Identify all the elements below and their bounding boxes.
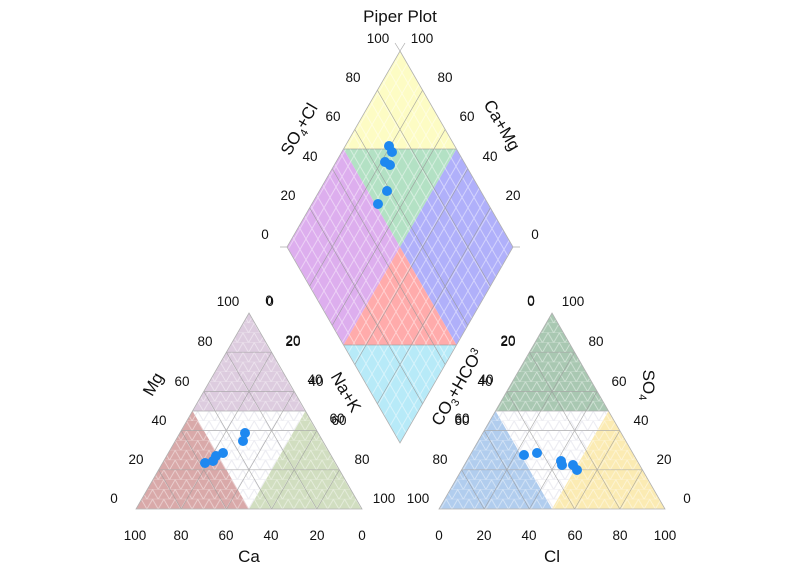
axis-label-camg: Ca+Mg: [480, 97, 524, 154]
svg-text:20: 20: [500, 333, 515, 348]
svg-text:80: 80: [345, 70, 360, 85]
svg-text:20: 20: [285, 334, 300, 349]
svg-text:20: 20: [285, 333, 300, 348]
svg-text:60: 60: [329, 411, 344, 426]
axis-label-cl: Cl: [544, 547, 560, 566]
cation-points: [200, 428, 250, 468]
svg-text:60: 60: [218, 528, 233, 543]
svg-text:40: 40: [478, 372, 493, 387]
svg-text:80: 80: [173, 528, 188, 543]
svg-text:40: 40: [302, 149, 317, 164]
svg-text:60: 60: [454, 411, 469, 426]
svg-text:40: 40: [308, 374, 323, 389]
diamond-points: [373, 141, 397, 209]
svg-text:0: 0: [261, 227, 269, 242]
svg-text:0: 0: [683, 491, 691, 506]
axis-label-so4: SO4: [636, 370, 658, 401]
svg-text:60: 60: [459, 109, 474, 124]
svg-text:80: 80: [612, 528, 627, 543]
svg-text:80: 80: [588, 334, 603, 349]
svg-text:80: 80: [437, 70, 452, 85]
svg-text:40: 40: [263, 528, 278, 543]
svg-text:100: 100: [367, 31, 390, 46]
svg-text:100: 100: [407, 491, 430, 506]
diamond-tick-labels: 100 100 80 80 60 60 40 40 20 20 0 0 0 0 …: [261, 31, 539, 426]
svg-text:80: 80: [354, 452, 369, 467]
svg-text:60: 60: [325, 109, 340, 124]
svg-text:100: 100: [217, 294, 240, 309]
svg-text:20: 20: [505, 188, 520, 203]
svg-text:0: 0: [266, 294, 274, 309]
svg-text:60: 60: [567, 528, 582, 543]
svg-text:40: 40: [151, 413, 166, 428]
cation-triangle: [135, 312, 363, 510]
svg-text:60: 60: [174, 374, 189, 389]
anion-triangle: [438, 312, 666, 510]
svg-text:60: 60: [611, 374, 626, 389]
axis-label-ca: Ca: [238, 547, 260, 566]
svg-text:0: 0: [358, 528, 366, 543]
svg-text:60: 60: [454, 413, 469, 428]
svg-text:0: 0: [527, 293, 535, 308]
svg-text:20: 20: [128, 452, 143, 467]
svg-text:0: 0: [531, 227, 539, 242]
svg-text:40: 40: [633, 413, 648, 428]
svg-text:40: 40: [521, 528, 536, 543]
cation-tick-labels: 100 80 60 40 20 0 0 20 40 60 80 100 0 20…: [110, 294, 395, 543]
chart-title: Piper Plot: [363, 7, 437, 26]
axis-label-mg: Mg: [139, 369, 167, 399]
svg-text:20: 20: [476, 528, 491, 543]
svg-text:20: 20: [309, 528, 324, 543]
svg-text:40: 40: [482, 149, 497, 164]
svg-text:80: 80: [432, 452, 447, 467]
svg-text:0: 0: [110, 491, 118, 506]
svg-text:0: 0: [435, 528, 443, 543]
svg-text:20: 20: [656, 452, 671, 467]
svg-text:40: 40: [477, 374, 492, 389]
svg-text:0: 0: [265, 293, 273, 308]
svg-text:100: 100: [562, 294, 585, 309]
svg-text:100: 100: [124, 528, 147, 543]
axis-label-nak-diamond: Na+K: [327, 369, 365, 416]
svg-text:100: 100: [411, 31, 434, 46]
anion-tick-labels: 0 20 40 60 80 100 100 80 60 40 20 0 100 …: [407, 294, 691, 543]
svg-text:100: 100: [373, 491, 396, 506]
svg-text:80: 80: [197, 334, 212, 349]
svg-text:60: 60: [331, 413, 346, 428]
svg-text:20: 20: [280, 188, 295, 203]
anion-points: [519, 448, 582, 475]
svg-text:100: 100: [654, 528, 677, 543]
svg-text:20: 20: [500, 334, 515, 349]
svg-text:40: 40: [307, 372, 322, 387]
svg-text:0: 0: [527, 294, 535, 309]
diamond-plot: [280, 42, 520, 444]
